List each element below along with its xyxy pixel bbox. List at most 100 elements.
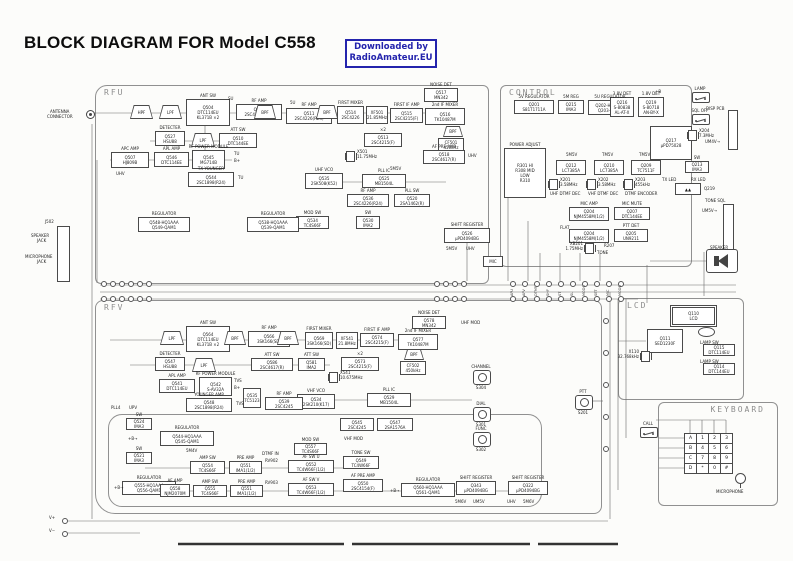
block-line: X110 [628,349,639,354]
label: LAMP SW [700,340,719,345]
label: UM5V→ [702,208,718,213]
block-line: Q204 [583,209,595,214]
label: TVS [236,401,244,406]
block-line: TC5123 [244,398,260,403]
block-line: 3SK166(SD) [256,339,282,344]
block-title: SHIFT REGISTER [511,475,545,480]
block-line: Q111 [659,336,671,341]
block-line: Q517 [435,90,447,95]
filter-bpf-icon: BPF [404,349,424,360]
block-line: 2SC4226(R24) [353,200,383,206]
rotary-part: S302 [475,447,487,452]
block-title: APL AMP [162,146,181,151]
block-line: Q586 [266,359,278,365]
filter-label: LPF [160,106,181,118]
rotary-func [473,432,491,447]
label: PLL4 [111,405,121,410]
block-line: MN342 [433,95,449,100]
block-line: Q534 [310,396,322,402]
block-title: AF SW U [302,454,320,459]
rotary-title: FUNC [475,426,487,431]
block-line: Q550 [357,480,369,486]
block-title: 5V REGULATOR [518,94,550,99]
connector-pin [558,281,564,287]
block-title: PTT DET [622,223,640,228]
label: Q219 [704,186,715,191]
label: JACK [37,259,47,264]
block-line: 11.75MHz [357,153,378,159]
connector-pin [101,296,107,302]
label: MICROPHONE [716,489,744,494]
block-line: IMA3 [566,107,576,112]
block-line: Q545 [351,419,363,425]
label: 5M6V [455,499,467,504]
block-line: 455kHz [635,181,651,187]
block-line: Q564 [202,331,214,337]
block-line: 2SK210(K17) [302,401,330,407]
block-line: Q547 [164,359,176,364]
connector-pin [452,281,458,287]
connector-pin [119,281,125,287]
block-line: Q558 [169,485,181,491]
filter-label: BPF [317,106,337,118]
block-title: RF AMP [276,391,292,396]
block-line: Q212 [565,162,577,168]
block-line: Q541 [171,381,183,386]
label: UHV [507,499,516,504]
label: UHV [466,246,475,251]
block-title: PRE AMP [236,455,255,460]
block-line: 2SC4215(F) [348,364,372,369]
connector-pin [434,296,440,302]
section-keyboard: KEYBOARD [658,402,778,506]
crystal-icon [327,372,340,383]
filter-bpf-icon: BPF [277,331,299,345]
block-title: ATT SW [230,127,246,132]
block-title: PLL IC [382,387,396,392]
block-line: NJM2070M [164,490,186,496]
block-title: MOD SW [303,210,322,215]
block-line: Q553 [305,484,317,490]
pin-label: MIC [606,289,610,297]
block-line: Q566 [263,334,275,339]
microphone-icon [735,473,746,488]
block-line: Q210 [603,162,615,168]
connector-pin [137,281,143,287]
section-control: CONTROL [500,85,692,267]
filter-label: BPF [225,332,245,344]
block-line: XF501 [370,110,384,115]
block-line: Q510 [232,135,244,141]
tone-sql-block [723,204,734,250]
block-line: Q529 [383,395,395,400]
block-line: AN-BY-X [643,109,659,115]
block-title: SW [364,210,372,215]
block-line: MG714B [200,159,217,165]
block-line: Q549 [355,457,367,463]
block-title: UHF VCO [314,167,334,172]
block-line: Q574 [371,335,383,340]
block-line: Q548-HQ1AAA [149,219,179,225]
toggle-title: CALL [643,421,653,426]
block-title: PLL SW [404,188,420,193]
block-line: TK10487M [434,116,456,122]
filter-bpf-icon: BPF [254,105,276,119]
block-line: Q535 [246,393,258,398]
section-rfu: RFU [95,85,489,284]
label: LAMP SW [700,359,719,364]
block-title: AF PRE AMP [432,144,456,149]
block-title: SW [135,446,143,451]
block-line: Q114 [713,364,725,369]
